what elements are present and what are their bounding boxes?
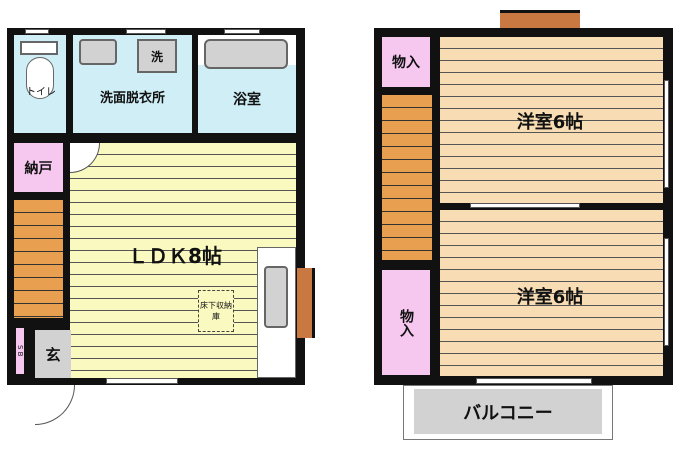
- room2-label: 洋室6帖: [516, 287, 584, 308]
- room1-window: [664, 80, 669, 188]
- room2-window: [664, 238, 669, 346]
- room-divider-door: [470, 203, 580, 208]
- bath-window: [224, 29, 260, 34]
- ldk-window: [106, 378, 178, 384]
- washroom: 洗 洗面脱衣所: [73, 35, 192, 133]
- toilet-window: [25, 29, 49, 34]
- wash-window: [126, 29, 166, 34]
- bathtub: [204, 39, 288, 69]
- bath-label: 浴室: [233, 92, 261, 108]
- storage-room: 納戸: [14, 143, 63, 192]
- balcony-label: バルコニー: [414, 389, 602, 434]
- closet-top: 物入: [382, 37, 430, 87]
- stairs-floor2: [382, 95, 432, 260]
- toilet-label: トイレ: [26, 87, 56, 98]
- toilet-room: トイレ: [14, 35, 66, 133]
- kitchen-sink: [264, 266, 288, 328]
- underfloor-storage: 床下収納庫: [198, 290, 234, 332]
- bathroom: 浴室: [198, 35, 296, 133]
- balcony-door: [476, 378, 592, 384]
- closet-bottom: 物入: [382, 270, 430, 375]
- entrance: 玄: [35, 330, 71, 378]
- ldk-label: ＬＤＫ8帖: [128, 244, 222, 268]
- bay-window: [297, 268, 315, 338]
- bay-window-top: [500, 10, 580, 32]
- room1-label: 洋室6帖: [516, 112, 584, 133]
- western-room-1: [440, 37, 663, 203]
- balcony: バルコニー: [403, 385, 613, 440]
- washroom-label: 洗面脱衣所: [99, 91, 165, 106]
- stairs-floor1: [14, 200, 63, 318]
- entrance-door-swing: [35, 385, 75, 425]
- washer-space: 洗: [137, 39, 177, 73]
- shoe-box: S B: [16, 328, 24, 374]
- toilet-bowl: [26, 57, 54, 99]
- western-room-2: [440, 210, 663, 376]
- washbasin: [79, 39, 117, 65]
- toilet-tank: [20, 41, 58, 55]
- kitchen-counter: [257, 247, 296, 378]
